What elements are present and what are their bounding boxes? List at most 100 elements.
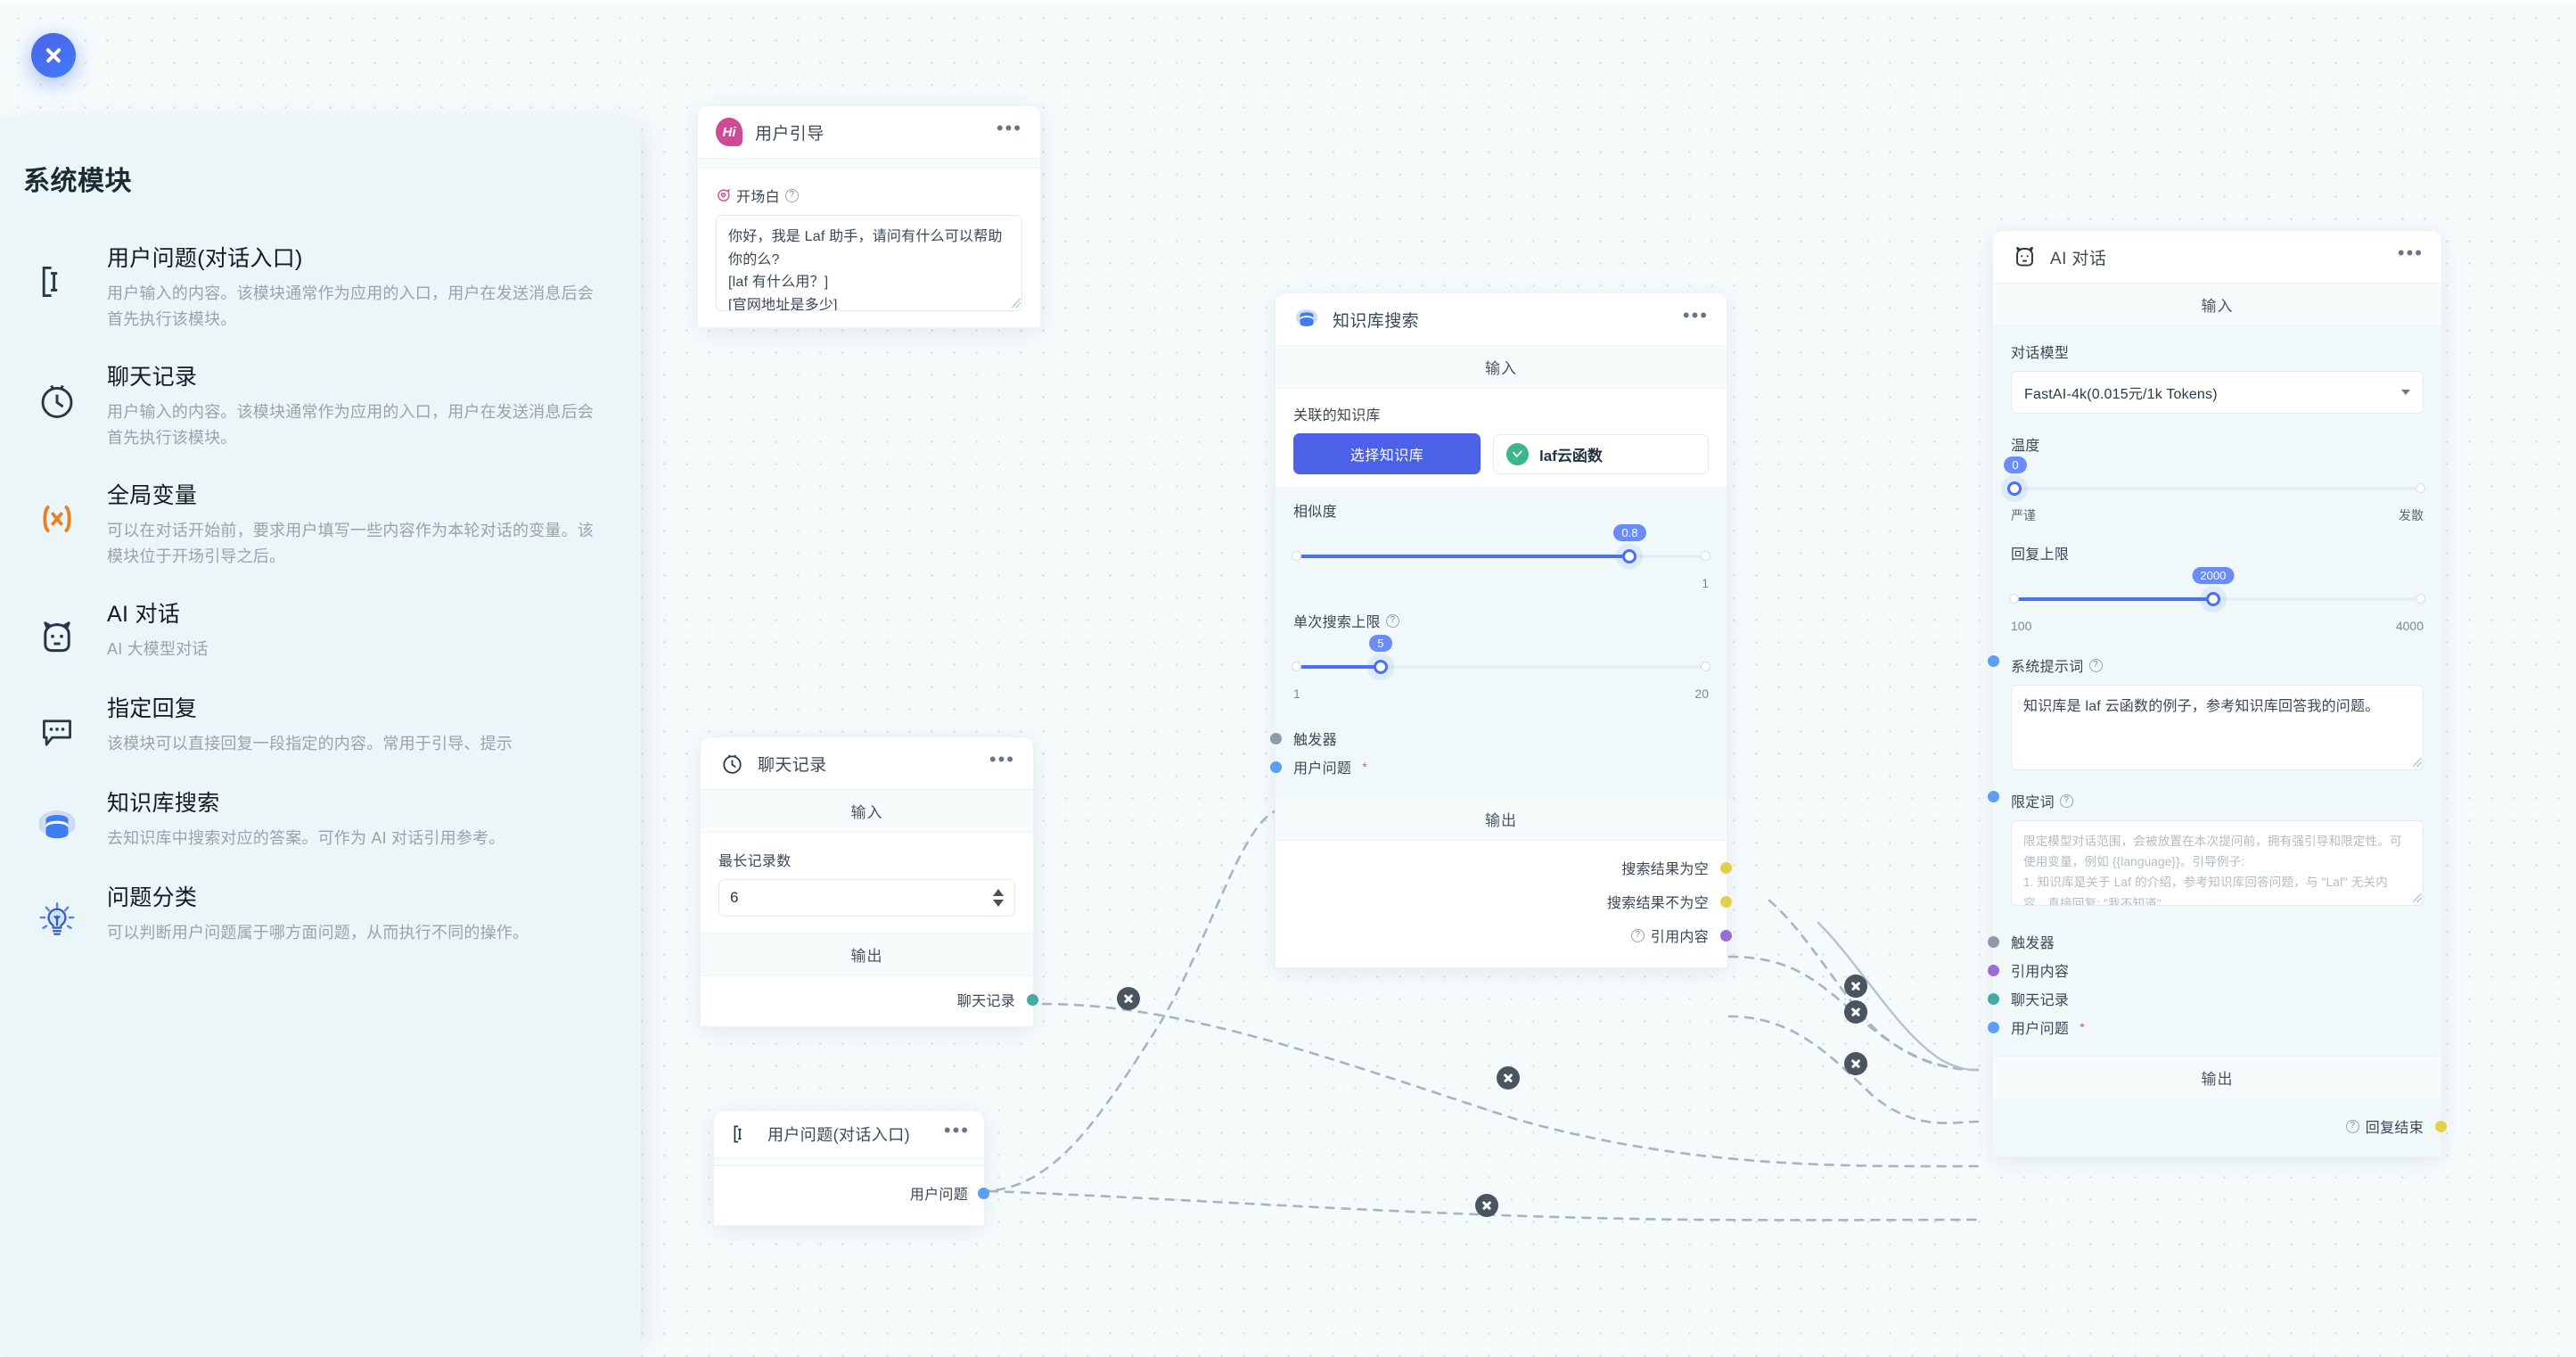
module-item-ai-chat[interactable]: AI 对话 AI 大模型对话	[0, 584, 641, 678]
input-port-row[interactable]: 用户问题*	[1988, 1013, 2424, 1041]
qualifier-label-row: 限定词 ?	[1988, 790, 2424, 811]
port-dot-gray[interactable]	[1988, 935, 1999, 948]
edge-delete-icon[interactable]	[1844, 1000, 1867, 1024]
input-port-row[interactable]: 用户问题*	[1270, 753, 1709, 781]
port-dot-blue[interactable]	[1988, 791, 1999, 802]
edge-delete-icon[interactable]	[1844, 975, 1867, 998]
node-ai-chat[interactable]: AI 对话 ••• 输入 对话模型 FastAI-4k(0.015元/1k To…	[1988, 230, 2447, 1157]
maxtokens-slider[interactable]: 2000	[2009, 567, 2425, 619]
port-dot-yellow[interactable]	[1720, 861, 1732, 874]
system-prompt-textarea[interactable]: 知识库是 laf 云函数的例子，参考知识库回答我的问题。	[2011, 685, 2424, 770]
output-port-row[interactable]: 用户问题	[730, 1179, 989, 1207]
port-dot-yellow[interactable]	[2435, 1120, 2447, 1132]
module-text: 指定回复 该模块可以直接回复一段指定的内容。常用于引导、提示	[107, 693, 600, 757]
port-dot-blue[interactable]	[978, 1187, 989, 1199]
max-records-stepper[interactable]: 6	[718, 879, 1015, 917]
module-item-specified-reply[interactable]: 指定回复 该模块可以直接回复一段指定的内容。常用于引导、提示	[0, 678, 641, 773]
resize-handle-icon[interactable]	[2413, 758, 2422, 767]
slider-fill	[1293, 665, 1381, 669]
database-icon	[1293, 306, 1320, 333]
top-strip	[0, 0, 2576, 5]
slider-knob[interactable]	[1622, 549, 1637, 563]
port-dot-purple[interactable]	[1720, 929, 1732, 942]
port-dot-blue[interactable]	[1270, 761, 1282, 773]
input-section-label: 输入	[701, 789, 1033, 833]
select-dataset-button[interactable]: 选择知识库	[1293, 433, 1481, 474]
model-select[interactable]: FastAI-4k(0.015元/1k Tokens)	[2011, 371, 2424, 414]
opening-label: 开场白	[736, 190, 780, 205]
port-dot-teal[interactable]	[1027, 993, 1038, 1006]
slider-knob[interactable]	[2205, 592, 2220, 606]
module-item-chat-history[interactable]: 聊天记录 用户输入的内容。该模块通常作为应用的入口，用户在发送消息后会首先执行该…	[0, 347, 641, 465]
slider-knob[interactable]	[1373, 660, 1388, 674]
qualifier-textarea[interactable]: 限定模型对话范围，会被放置在本次提问前，拥有强引导和限定性。可使用变量，例如 {…	[2011, 820, 2424, 906]
port-dot-gray[interactable]	[1270, 732, 1282, 744]
arrow-down-icon[interactable]	[993, 900, 1004, 907]
slider-track	[2011, 487, 2424, 490]
port-dot-purple[interactable]	[1988, 964, 1999, 976]
more-dots-icon[interactable]: •••	[1682, 304, 1709, 326]
slider-max-end	[1701, 662, 1710, 671]
resize-handle-icon[interactable]	[1012, 299, 1021, 308]
node-user-guide[interactable]: Hi 用户引导 ••• 开场白 ? 你好，我是 Laf 助手，请问有什么可以帮助…	[697, 105, 1041, 328]
module-desc: 用户输入的内容。该模块通常作为应用的入口，用户在发送消息后会首先执行该模块。	[107, 284, 594, 328]
help-icon[interactable]: ?	[2345, 1119, 2359, 1133]
similarity-slider[interactable]: 0.8	[1292, 524, 1710, 576]
node-header: 知识库搜索 •••	[1276, 293, 1727, 345]
output-port-row[interactable]: ? 引用内容	[1293, 921, 1732, 950]
input-port-row[interactable]: 引用内容	[1988, 956, 2424, 984]
temperature-slider[interactable]: 0	[2004, 456, 2425, 508]
limit-max: 20	[1694, 687, 1709, 701]
limit-slider[interactable]: 5	[1292, 635, 1710, 687]
port-dot-teal[interactable]	[1988, 992, 1999, 1005]
output-port-row[interactable]: ? 回复结束	[2011, 1112, 2447, 1140]
module-item-kb-search[interactable]: 知识库搜索 去知识库中搜索对应的答案。可作为 AI 对话引用参考。	[0, 773, 641, 868]
node-user-question[interactable]: 用户问题(对话入口) ••• 用户问题	[713, 1110, 989, 1226]
more-dots-icon[interactable]: •••	[2397, 242, 2424, 264]
dataset-chip[interactable]: laf云函数	[1493, 433, 1709, 474]
input-port-row[interactable]: 聊天记录	[1988, 984, 2424, 1013]
module-item-global-variable[interactable]: 全局变量 可以在对话开始前，要求用户填写一些内容作为本轮对话的变量。该模块位于开…	[0, 465, 641, 584]
module-item-question-classify[interactable]: 问题分类 可以判断用户问题属于哪方面问题，从而执行不同的操作。	[0, 868, 641, 962]
more-dots-icon[interactable]: •••	[996, 117, 1022, 139]
port-dot-yellow[interactable]	[1720, 895, 1732, 908]
help-icon[interactable]: ?	[1630, 928, 1645, 942]
kb-outputs: 搜索结果为空 搜索结果不为空 ? 引用内容	[1276, 841, 1732, 967]
port-dot-blue[interactable]	[1988, 655, 1999, 667]
edge-delete-icon[interactable]	[1475, 1194, 1498, 1217]
module-text: 知识库搜索 去知识库中搜索对应的答案。可作为 AI 对话引用参考。	[107, 787, 600, 851]
edge-delete-icon[interactable]	[1844, 1052, 1867, 1075]
opening-textarea[interactable]: 你好，我是 Laf 助手，请问有什么可以帮助你的么? [laf 有什么用？] […	[716, 215, 1022, 311]
help-icon[interactable]: ?	[1385, 613, 1399, 628]
output-port-row[interactable]: 搜索结果为空	[1293, 853, 1732, 882]
arrow-up-icon[interactable]	[993, 889, 1004, 896]
help-icon[interactable]: ?	[2088, 658, 2103, 672]
output-port-row[interactable]: 聊天记录	[718, 985, 1038, 1014]
output-port-row[interactable]: 搜索结果不为空	[1293, 887, 1732, 916]
module-list: 用户问题(对话入口) 用户输入的内容。该模块通常作为应用的入口，用户在发送消息后…	[0, 228, 641, 962]
node-title: 用户引导	[755, 124, 824, 144]
more-dots-icon[interactable]: •••	[989, 748, 1015, 770]
help-icon[interactable]: ?	[784, 188, 799, 202]
node-chat-history[interactable]: 聊天记录 ••• 输入 最长记录数 6 输出 聊天记录	[700, 736, 1038, 1027]
node-kb-search[interactable]: 知识库搜索 ••• 输入 关联的知识库 选择知识库 laf云函数 相似度	[1270, 292, 1732, 968]
spacer-bar	[714, 1157, 984, 1166]
help-icon[interactable]: ?	[2059, 794, 2073, 808]
slider-knob[interactable]	[2007, 481, 2022, 496]
more-dots-icon[interactable]: •••	[943, 1119, 970, 1141]
kb-inputs: 触发器 用户问题*	[1270, 711, 1727, 797]
edge-delete-icon[interactable]	[1117, 987, 1140, 1010]
module-item-user-question[interactable]: 用户问题(对话入口) 用户输入的内容。该模块通常作为应用的入口，用户在发送消息后…	[0, 228, 641, 347]
temperature-hint-right: 发散	[2399, 508, 2424, 522]
system-prompt-label: 系统提示词	[2011, 660, 2084, 675]
edge-delete-icon[interactable]	[1497, 1066, 1520, 1090]
stepper-arrows[interactable]	[993, 889, 1004, 907]
resize-handle-icon[interactable]	[2413, 893, 2422, 902]
input-port-row[interactable]: 触发器	[1988, 927, 2424, 956]
port-dot-blue[interactable]	[1988, 1021, 1999, 1033]
module-name: 聊天记录	[107, 365, 198, 391]
module-desc: 可以在对话开始前，要求用户填写一些内容作为本轮对话的变量。该模块位于开场引导之后…	[107, 521, 594, 566]
input-port-row[interactable]: 触发器	[1270, 724, 1709, 753]
close-icon[interactable]	[31, 33, 76, 78]
